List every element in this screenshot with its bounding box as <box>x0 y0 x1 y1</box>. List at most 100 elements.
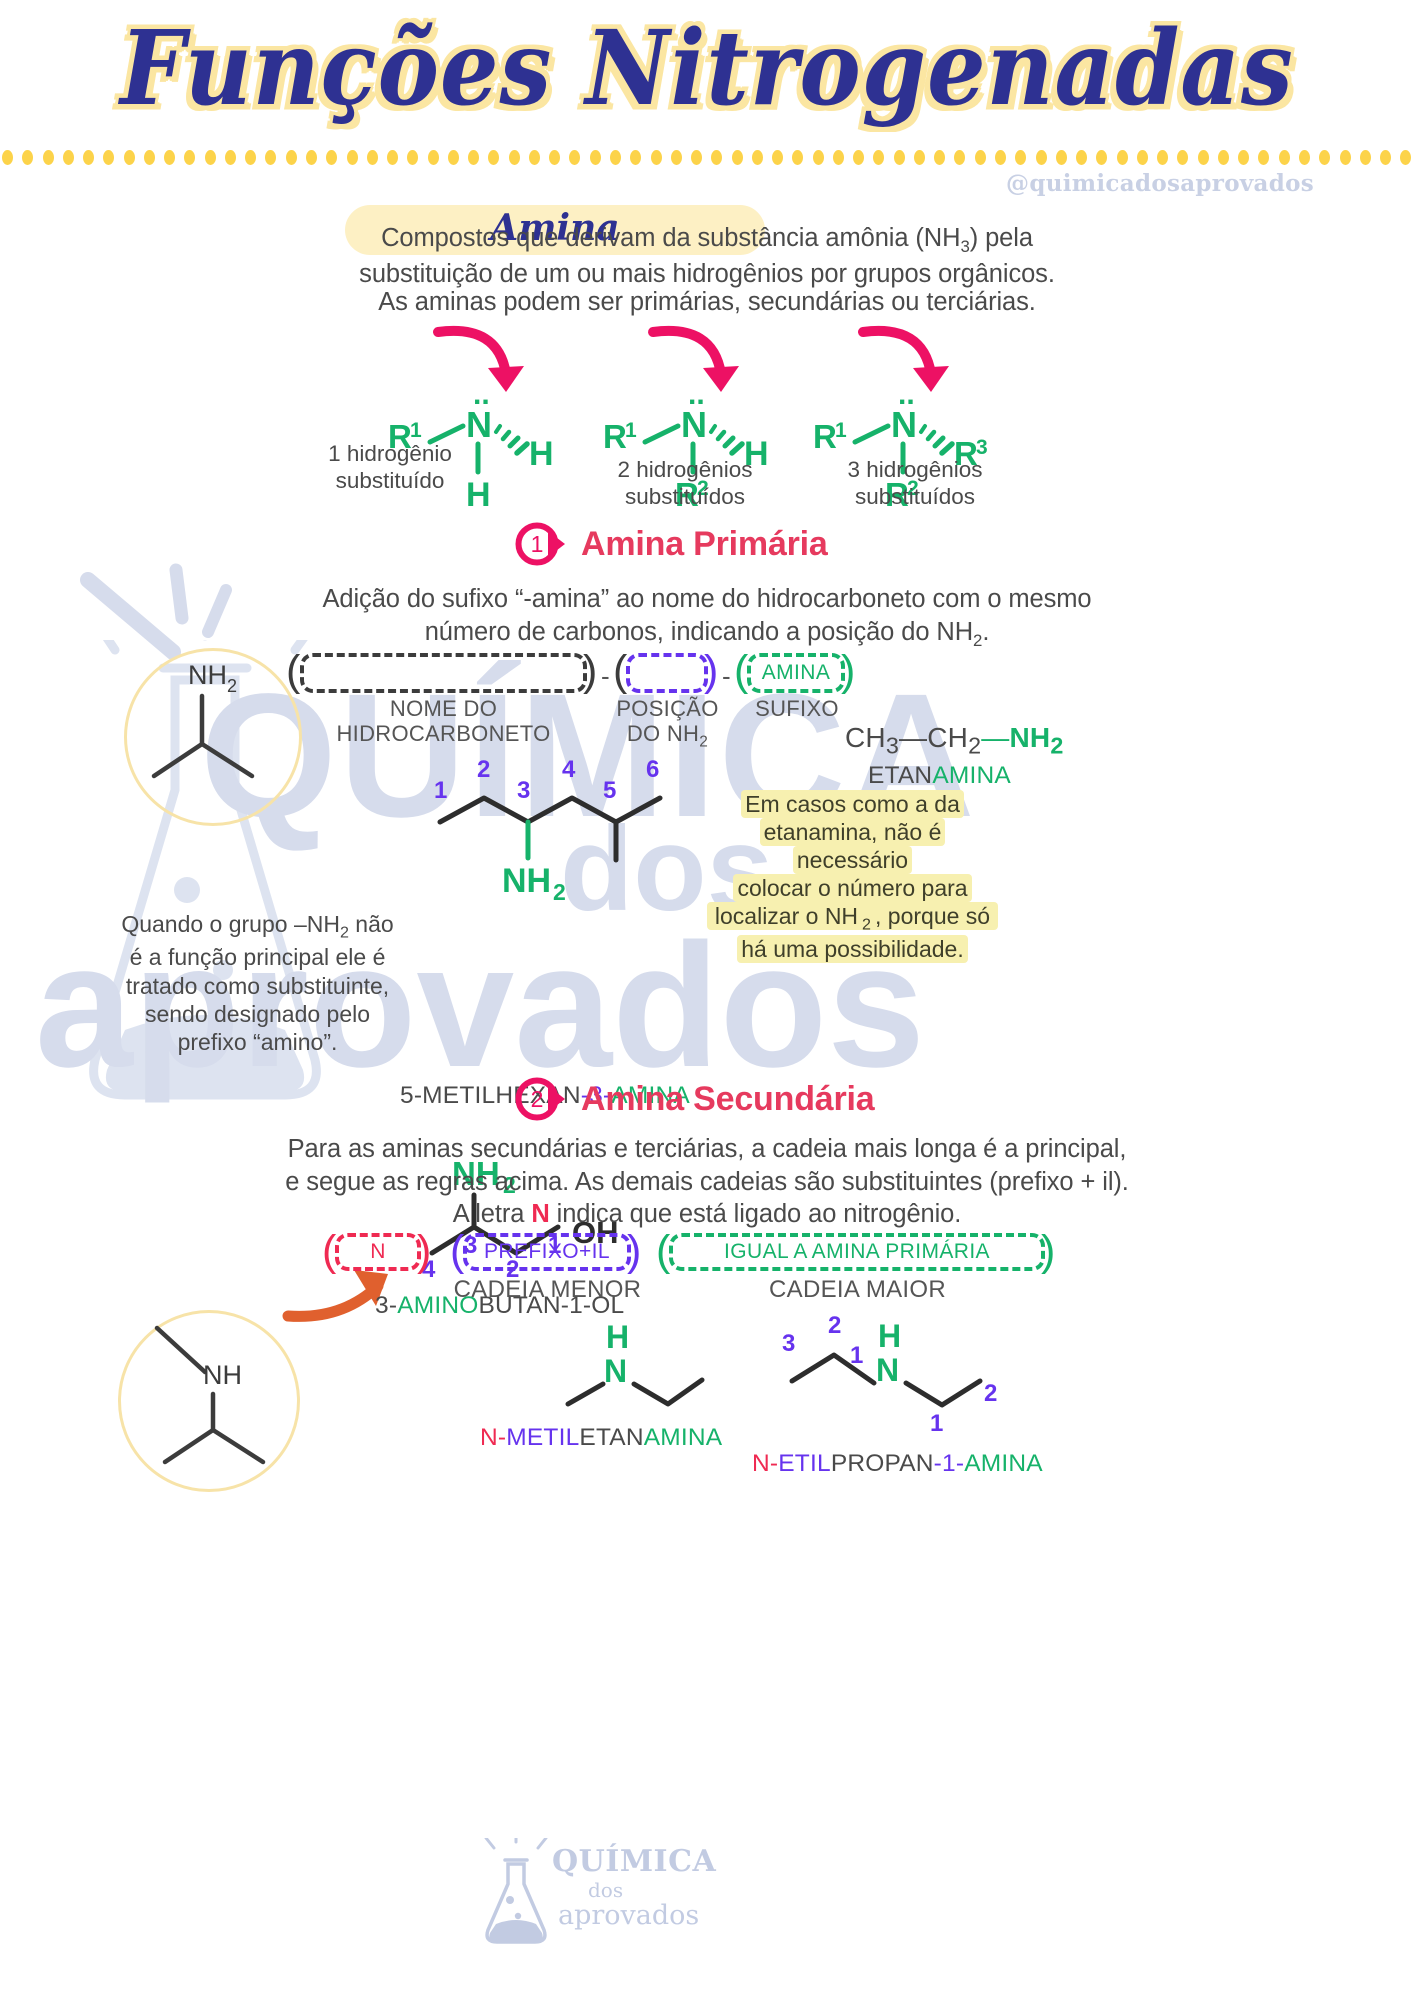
formula2-paren-close-3: ) <box>1041 1227 1056 1275</box>
svg-text:2: 2 <box>553 879 566 900</box>
formula2-paren-close-1: ) <box>417 1227 432 1275</box>
formula-paren-close-3: ) <box>841 647 856 695</box>
svg-text:H: H <box>529 435 554 473</box>
svg-text:H: H <box>744 435 769 473</box>
intro-line1-sub: 3 <box>960 237 970 257</box>
metilhexanamina-structure: 1 2 3 4 5 6 NH 2 <box>434 756 663 900</box>
nmetiletanamina-name-prefix: METIL <box>506 1424 580 1451</box>
svg-text:..: .. <box>473 378 490 411</box>
etanamina-name: ETANAMINA <box>868 762 1011 790</box>
etanamina-bond-2: — <box>981 722 1010 753</box>
amine-structure-tertiary: .. N R 1 R 3 R 2 <box>755 320 1035 510</box>
amine-structure-tertiary-drawing: .. N R 1 R 3 R 2 <box>813 326 988 510</box>
svg-text:N: N <box>876 1352 899 1388</box>
formula-label-cadeia-maior: CADEIA MAIOR <box>769 1276 946 1303</box>
social-handle: @quimicadosaprovados <box>1006 170 1314 197</box>
footer-logo-line3: aprovados <box>558 1900 700 1931</box>
etanamina-formula: CH3—CH2—NH2 <box>845 722 1064 760</box>
section-1-rule-sub: 2 <box>973 630 983 650</box>
svg-text:1: 1 <box>930 1410 943 1435</box>
svg-text:1: 1 <box>410 419 422 442</box>
dotted-divider <box>0 148 1414 166</box>
metilhexanamina-name-locant: -3- <box>580 1082 612 1109</box>
formula-label-posicao-l1: POSIÇÃO <box>616 696 719 721</box>
svg-text:H: H <box>878 1318 901 1354</box>
section-1-title: Amina Primária <box>581 524 828 563</box>
intro-line1-a: Compostos que derivam da substância amôn… <box>381 224 961 252</box>
amino-prefix-note-l2: é a função principal ele é <box>129 944 386 971</box>
formula-sep-1: - <box>601 661 610 691</box>
isopropylamine-circle <box>124 648 302 826</box>
formula-box-posicao <box>626 653 708 693</box>
etanamina-name-base: ETAN <box>868 762 933 789</box>
formula-label-posicao-sub: 2 <box>699 733 709 751</box>
amine-caption-primary: 1 hidrogênio substituído <box>245 440 535 494</box>
netilpropanamina-name-suffix: AMINA <box>964 1450 1043 1477</box>
footer-logo-line1: QUÍMICA <box>552 1844 717 1879</box>
formula-box-igual-amina-primaria: IGUAL A AMINA PRIMÁRIA <box>669 1233 1045 1271</box>
etanamina-nh2-sub: 2 <box>1050 732 1064 759</box>
section-2-rule-l2: e segue as regras acima. As demais cadei… <box>285 1167 1129 1196</box>
formula2-paren-close-2: ) <box>627 1227 642 1275</box>
nmetiletanamina-name-n: N- <box>480 1424 507 1451</box>
etanamina-ch2-sub: 2 <box>968 732 982 759</box>
amino-prefix-note-l5: prefixo “amino”. <box>177 1029 338 1056</box>
amine-caption-tertiary-l1: 3 hidrogênios <box>847 457 983 482</box>
svg-text:1: 1 <box>850 1342 863 1369</box>
section-2-badge: 2 <box>515 1076 567 1122</box>
svg-text:1: 1 <box>548 1232 561 1259</box>
section-2-rule: Para as aminas secundárias e terciárias,… <box>0 1133 1414 1231</box>
nmetiletanamina-structure: H N <box>565 1319 705 1407</box>
metilhexanamina-name-suffix: AMINA <box>611 1082 690 1109</box>
formula2-paren-open-3: ( <box>656 1227 671 1275</box>
nmetiletanamina-name-base: ETAN <box>579 1424 644 1451</box>
svg-text:R: R <box>603 418 627 455</box>
netilpropanamina-name-rest: PROPAN <box>830 1450 934 1477</box>
section-2-number: 2 <box>530 1085 544 1112</box>
footer-flask-icon <box>484 1838 548 1944</box>
intro-line3-wrap: As aminas podem ser primárias, secundári… <box>0 286 1414 319</box>
secondary-amine-circle <box>118 1310 300 1492</box>
amine-caption-secondary-l1: 2 hidrogênios <box>617 457 753 482</box>
section-header-amina-secundaria: 2 Amina Secundária <box>515 1076 875 1122</box>
amine-caption-tertiary-l2: substituídos <box>854 484 976 509</box>
etanamina-bond-1: — <box>899 722 928 753</box>
svg-text:1: 1 <box>835 419 847 442</box>
formula2-paren-open-2: ( <box>450 1227 465 1275</box>
svg-text:R: R <box>675 476 699 510</box>
intro-line2: substituição de um ou mais hidrogênios p… <box>359 259 1055 288</box>
svg-text:3: 3 <box>976 436 988 459</box>
formula2-paren-open-1: ( <box>322 1227 337 1275</box>
etanamina-ch2: CH <box>927 722 969 753</box>
amine-structures-row: .. N R 1 H H <box>0 320 1414 510</box>
svg-text:2: 2 <box>828 1312 841 1339</box>
svg-text:H: H <box>606 1319 629 1355</box>
svg-text:R: R <box>813 418 837 455</box>
formula-label-posicao: POSIÇÃO DO NH2 <box>610 696 725 751</box>
nmetiletanamina-name-suffix: AMINA <box>643 1424 723 1451</box>
svg-text:N: N <box>891 404 917 445</box>
page-title: Funções Nitrogenadas <box>120 7 1294 129</box>
amina-badge: Amina <box>345 205 765 255</box>
svg-text:N: N <box>604 1353 627 1389</box>
aminobutanol-name-pre: 3- <box>375 1292 398 1319</box>
sparkle-decoration <box>80 563 232 660</box>
formula-label-cadeia-menor: CADEIA MENOR <box>453 1276 642 1303</box>
svg-text:6: 6 <box>646 756 659 783</box>
etanamina-note-l2: etanamina, não é necessário <box>759 818 946 875</box>
amine-structure-secondary-drawing: .. N R 1 H R 2 <box>603 326 769 510</box>
formula-label-hidrocarboneto-l1: NOME DO <box>389 696 498 721</box>
aminobutanol-structure: NH 2 4 3 2 1 OH <box>422 1155 619 1283</box>
etanamina-note-l1: Em casos como a da <box>741 790 964 818</box>
svg-text:R: R <box>885 476 909 510</box>
svg-text:OH: OH <box>572 1215 619 1250</box>
netilpropanamina-name: N-ETILPROPAN-1-AMINA <box>752 1450 1043 1478</box>
formula-box-prefixo-il: PREFIXO+IL <box>463 1233 631 1271</box>
etanamina-note: Em casos como a da etanamina, não é nece… <box>705 790 1000 964</box>
section-1-badge: 1 <box>515 521 567 567</box>
aminobutanol-name-rest: BUTAN-1-OL <box>478 1292 625 1319</box>
formula-label-hidrocarboneto-l2: HIDROCARBONETO <box>336 720 551 746</box>
svg-text:R: R <box>388 418 412 455</box>
etanamina-name-suffix: AMINA <box>932 762 1011 789</box>
